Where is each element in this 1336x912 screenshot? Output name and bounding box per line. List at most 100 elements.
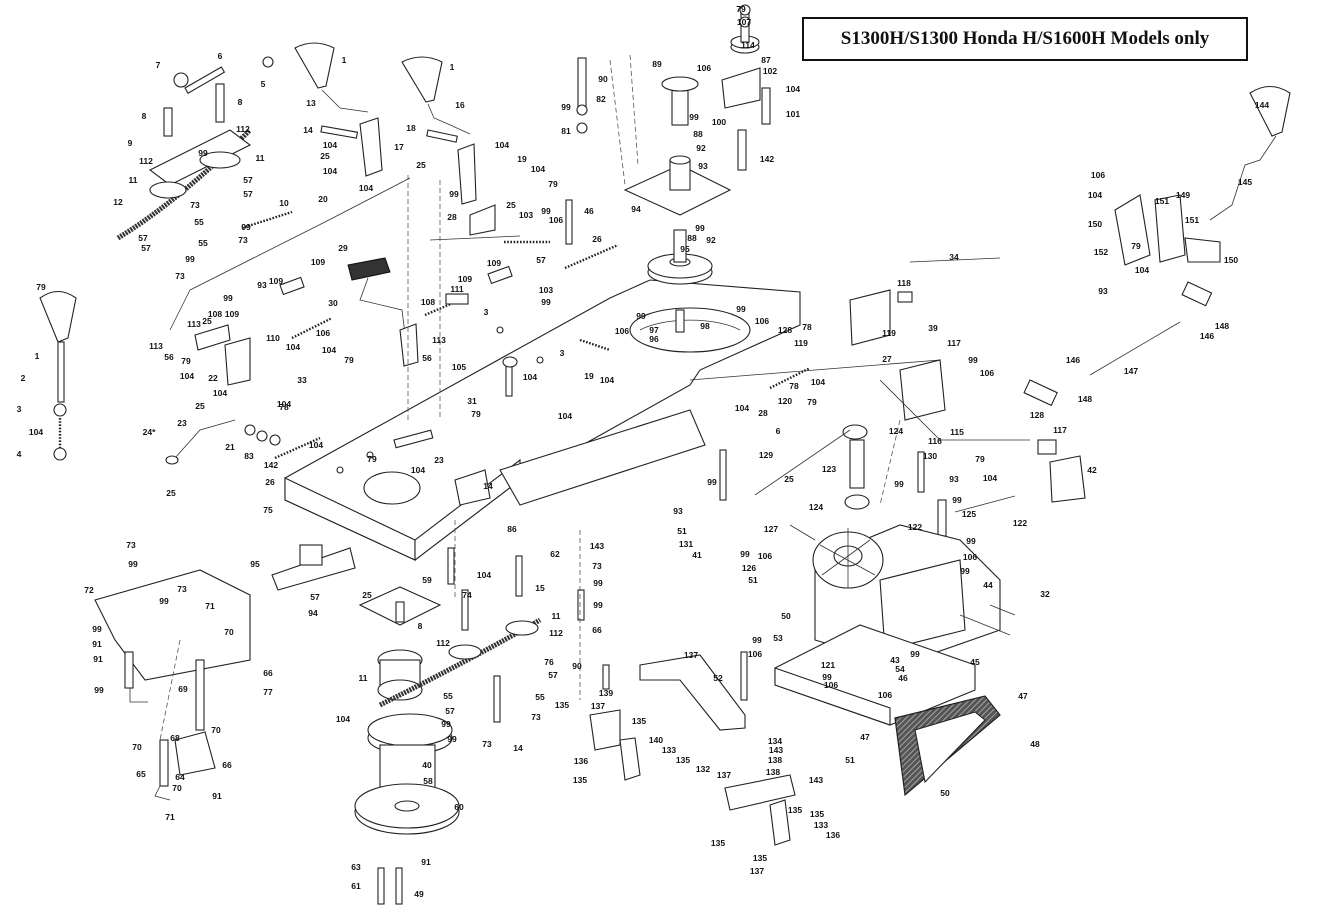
callout-number: 57 [445,706,455,716]
callout-number: 32 [1040,589,1050,599]
callout-number: 99 [740,549,750,559]
callout-number: 57 [243,175,253,185]
callout-number: 104 [277,399,291,409]
callout-number: 61 [351,881,361,891]
callout-number: 3 [17,404,22,414]
callout-number: 55 [443,691,453,701]
callout-number: 113 [432,335,446,345]
callout-number: 143 [769,745,783,755]
callout-number: 108 [208,309,222,319]
callout-number: 78 [802,322,812,332]
callout-number: 66 [263,668,273,678]
callout-number: 24* [143,427,156,437]
callout-number: 116 [928,436,942,446]
callout-number: 17 [394,142,404,152]
callout-number: 31 [467,396,477,406]
callout-number: 73 [238,235,248,245]
callout-number: 8 [418,621,423,631]
callout-number: 79 [975,454,985,464]
callout-number: 28 [758,408,768,418]
callout-number: 87 [761,55,771,65]
callout-number: 103 [519,210,533,220]
callout-number: 71 [165,812,175,822]
callout-number: 74 [462,590,472,600]
callout-number: 122 [908,522,922,532]
callout-number: 99 [695,223,705,233]
right-center-linkage [689,257,1086,537]
callout-number: 27 [882,354,892,364]
callout-number: 100 [712,117,726,127]
callout-number: 104 [477,570,491,580]
callout-number: 6 [776,426,781,436]
callout-number: 72 [84,585,94,595]
callout-number: 146 [1200,331,1214,341]
callout-number: 143 [809,775,823,785]
callout-number: 57 [243,189,253,199]
callout-number: 99 [960,566,970,576]
alignment-lines [159,54,901,741]
callout-number: 137 [750,866,764,876]
callout-number: 26 [592,234,602,244]
callout-number: 152 [1094,247,1108,257]
callout-number: 104 [531,164,545,174]
callout-number: 33 [297,375,307,385]
callout-number: 106 [758,551,772,561]
callout-number: 1 [342,55,347,65]
callout-number: 119 [882,328,896,338]
callout-number: 57 [141,243,151,253]
callout-number: 78 [789,381,799,391]
callout-number: 99 [128,559,138,569]
callout-number: 105 [452,362,466,372]
callout-number: 142 [264,460,278,470]
shift-lever-1-left [39,290,77,461]
callout-number: 23 [434,455,444,465]
callout-number: 40 [422,760,432,770]
idler-bracket-top [576,4,771,171]
callout-number: 3 [484,307,489,317]
callout-number: 25 [320,151,330,161]
bottom-center-brackets [577,589,796,846]
callout-number: 132 [696,764,710,774]
callout-number: 148 [1078,394,1092,404]
callout-number: 76 [544,657,554,667]
callout-number: 104 [336,714,350,724]
callout-number: 112 [236,124,250,134]
callout-number: 112 [436,638,450,648]
diagram-title: S1300H/S1300 Honda H/S1600H Models only [802,17,1248,61]
callout-number: 4 [17,449,22,459]
callout-number: 42 [1087,465,1097,475]
callout-number: 81 [561,126,571,136]
callout-number: 99 [707,477,717,487]
callout-number: 41 [692,550,702,560]
callout-number: 124 [809,502,823,512]
callout-number: 64 [175,772,185,782]
callout-number: 93 [949,474,959,484]
callout-number: 91 [92,639,102,649]
callout-number: 97 [649,325,659,335]
callout-number: 135 [810,809,824,819]
callout-number: 83 [244,451,254,461]
callout-number: 102 [763,66,777,76]
callout-number: 99 [822,672,832,682]
callout-number: 88 [693,129,703,139]
callout-number: 98 [700,321,710,331]
callout-number: 106 [878,690,892,700]
callout-number: 150 [1088,219,1102,229]
callout-number: 79 [344,355,354,365]
callout-number: 14 [513,743,523,753]
callout-number: 73 [531,712,541,722]
callout-number: 129 [759,450,773,460]
callout-number: 148 [1215,321,1229,331]
callout-number: 99 [447,734,457,744]
callout-number: 99 [894,479,904,489]
callout-number: 30 [328,298,338,308]
callout-number: 92 [706,235,716,245]
callout-number: 104 [1088,190,1102,200]
callout-number: 59 [422,575,432,585]
callout-number: 146 [1066,355,1080,365]
callout-number: 99 [968,355,978,365]
callout-number: 99 [223,293,233,303]
callout-number: 63 [351,862,361,872]
callout-number: 34 [949,252,959,262]
callout-number: 135 [573,775,587,785]
